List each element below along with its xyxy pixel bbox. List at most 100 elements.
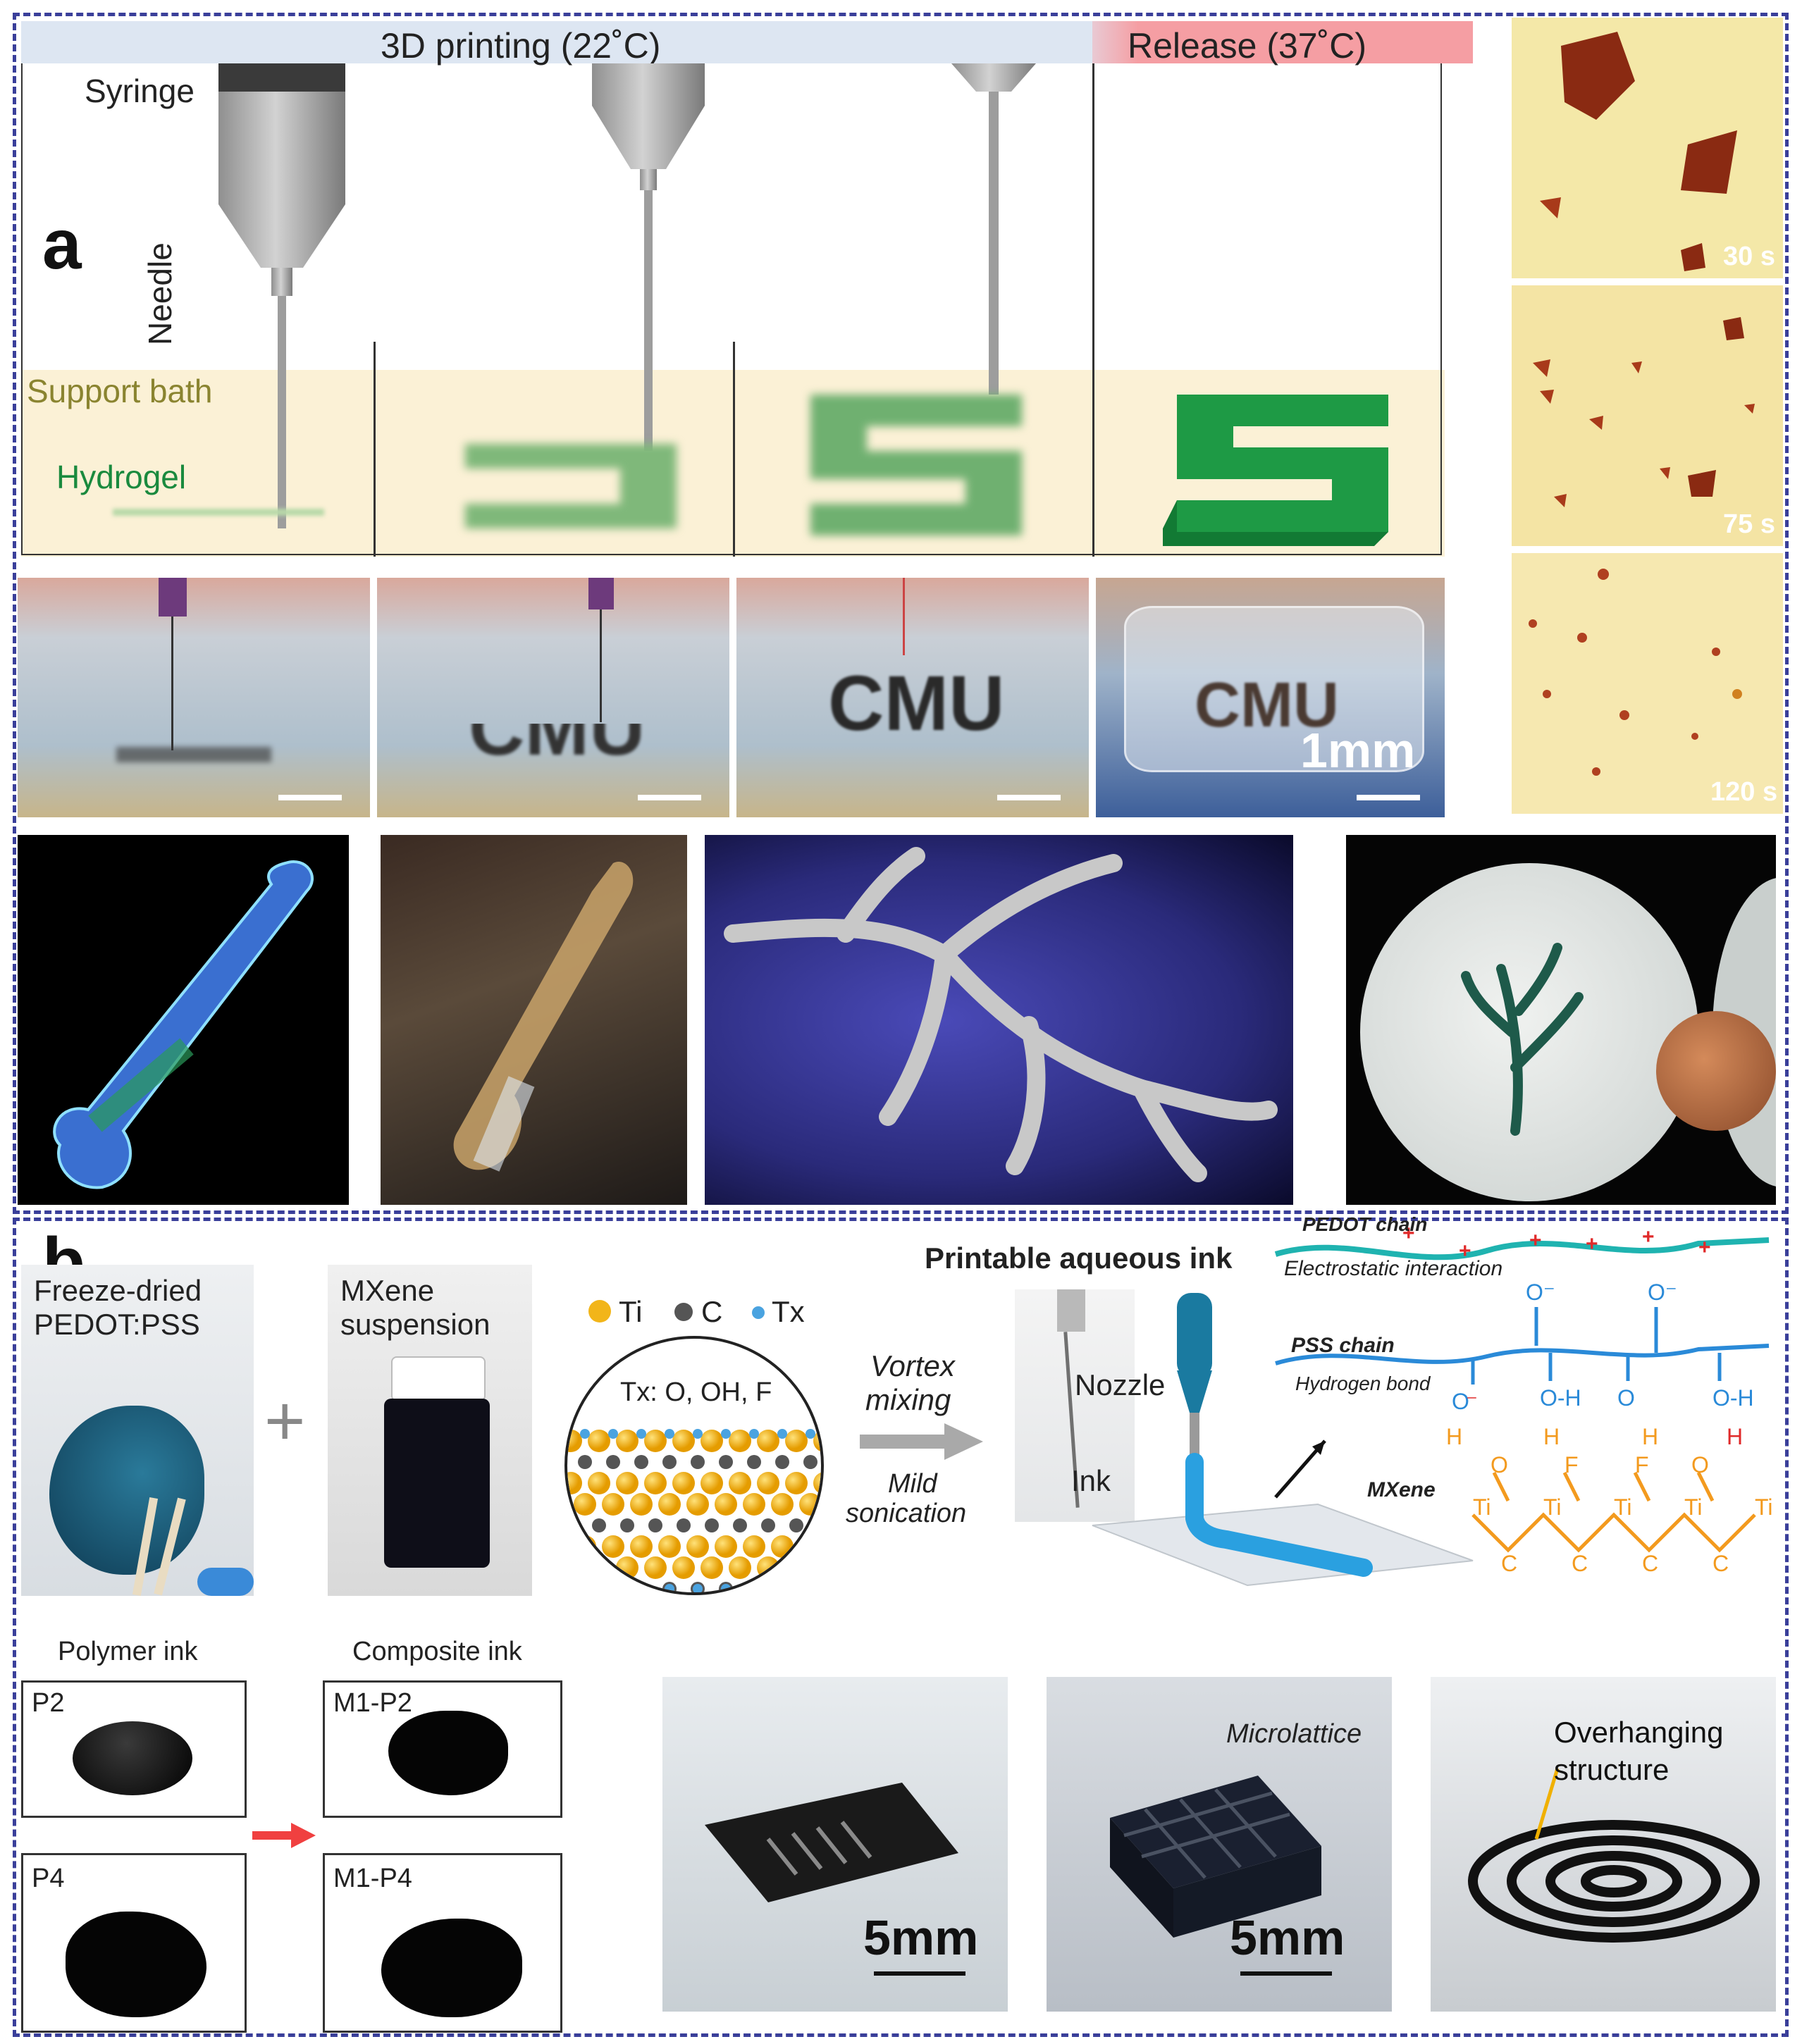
lattice-tx-atom [608,1584,618,1592]
microlattice-label: Microlattice [1226,1719,1362,1749]
scale-bar [278,795,342,800]
svg-text:F: F [1635,1452,1649,1478]
polymer-ink-label: Polymer ink [58,1637,198,1666]
lattice-atom [567,1518,578,1532]
svg-text:C: C [1712,1551,1729,1576]
svg-text:O-H: O-H [1712,1385,1754,1411]
dissolve-image-30s: 30 s [1512,18,1783,278]
lattice-atom [789,1518,803,1532]
lattice-tx-atom [580,1429,590,1439]
lattice-atom [817,1518,821,1532]
legend-c: C [701,1295,723,1328]
lattice-atom [630,1493,653,1516]
hydrogel-s-released [1163,395,1388,546]
sample-box-m1p4: M1-P4 [323,1853,562,2033]
lattice-atom [729,1472,751,1494]
panel-a-label: a [42,205,82,284]
lattice-atom [701,1430,723,1452]
lattice-atom [616,1430,638,1452]
legend-c-icon [674,1303,693,1321]
lattice-atom [785,1556,808,1579]
lattice-atom [574,1535,596,1558]
lattice-atom [715,1493,737,1516]
svg-text:Ti: Ti [1614,1494,1631,1520]
lattice-atom [658,1535,681,1558]
header-release-bar [1092,21,1473,63]
lattice-atom [644,1472,667,1494]
lattice-atom [686,1493,709,1516]
lattice-tx-atom [693,1429,703,1439]
lattice-atom [719,1455,733,1469]
lattice-atom [747,1582,761,1592]
lattice-atom [813,1556,821,1579]
hydrogen-bond-label: Hydrogen bond [1295,1373,1431,1394]
syringe-1-icon [218,63,345,528]
composite-ink-label: Composite ink [352,1637,522,1666]
mild-label-1: Mild [888,1469,937,1499]
scale-bar [638,795,701,800]
svg-text:+: + [1698,1236,1711,1259]
lattice-tx-atom [749,1429,759,1439]
syringe-label: Syringe [85,73,195,109]
lattice-atom [785,1472,808,1494]
svg-text:Ti: Ti [1684,1494,1702,1520]
lattice-tx-atom [608,1429,618,1439]
dissolve-image-75s: 75 s [1512,285,1783,546]
lattice-atom [644,1430,667,1452]
header-printing-text: 3D printing (22˚C) [381,26,661,66]
lattice-atom [620,1518,634,1532]
nozzle-photo [1015,1289,1135,1522]
divider-3 [1092,63,1094,557]
lattice-atom [602,1535,624,1558]
svg-text:Ti: Ti [1755,1494,1772,1520]
panel-b-frame [13,1218,1789,2037]
lattice-atom [672,1430,695,1452]
lattice-atom [677,1518,691,1532]
lattice-atom [771,1493,794,1516]
electrostatic-label: Electrostatic interaction [1284,1257,1503,1280]
lattice-tx-atom [665,1429,674,1439]
lattice-atom [733,1518,747,1532]
lattice-atom [757,1430,779,1452]
lattice-tx-atom [721,1429,731,1439]
lattice-atom [588,1430,610,1452]
freeze-dried-photo [21,1265,254,1596]
mxene-chem-label: MXene [1367,1478,1436,1501]
divider-2 [733,342,735,557]
lattice-atom [803,1455,817,1469]
svg-text:O: O [1617,1385,1635,1411]
lattice-atom [592,1518,606,1532]
lattice-atom [662,1455,677,1469]
hydrogel-label: Hydrogel [56,459,187,495]
needle-label: Needle [142,242,178,345]
lattice-tx-atom [777,1429,787,1439]
lattice-atom [757,1472,779,1494]
lattice-atom [672,1472,695,1494]
syringe-3-icon [951,63,1036,395]
plus-sign: + [264,1382,306,1461]
lattice-atom [616,1472,638,1494]
legend-tx: Tx [772,1295,805,1328]
penny-icon [1656,1011,1776,1131]
lattice-atom [578,1455,592,1469]
printing-schematic: 3D printing (22˚C) Release (37˚C) Syring… [21,21,1473,557]
svg-text:C: C [1572,1551,1588,1576]
svg-text:+: + [1402,1222,1415,1245]
lattice-atom [691,1455,705,1469]
sample-box-p4: P4 [21,1853,247,2033]
time-label-30s: 30 s [1723,242,1775,271]
lattice-atom [775,1455,789,1469]
svg-text:C: C [1642,1551,1658,1576]
scale-bar [1357,795,1420,800]
svg-text:O: O [1691,1452,1709,1478]
printed-bone-image [381,835,687,1205]
lattice-atom [630,1535,653,1558]
svg-text:F: F [1565,1452,1579,1478]
lattice-atom [729,1556,751,1579]
lattice-atom [761,1518,775,1532]
hydrogel-partial-s [465,444,677,528]
lattice-atom [634,1455,648,1469]
sample-m1p2-label: M1-P2 [333,1688,412,1718]
overhang-label-1: Overhanging [1554,1716,1724,1749]
